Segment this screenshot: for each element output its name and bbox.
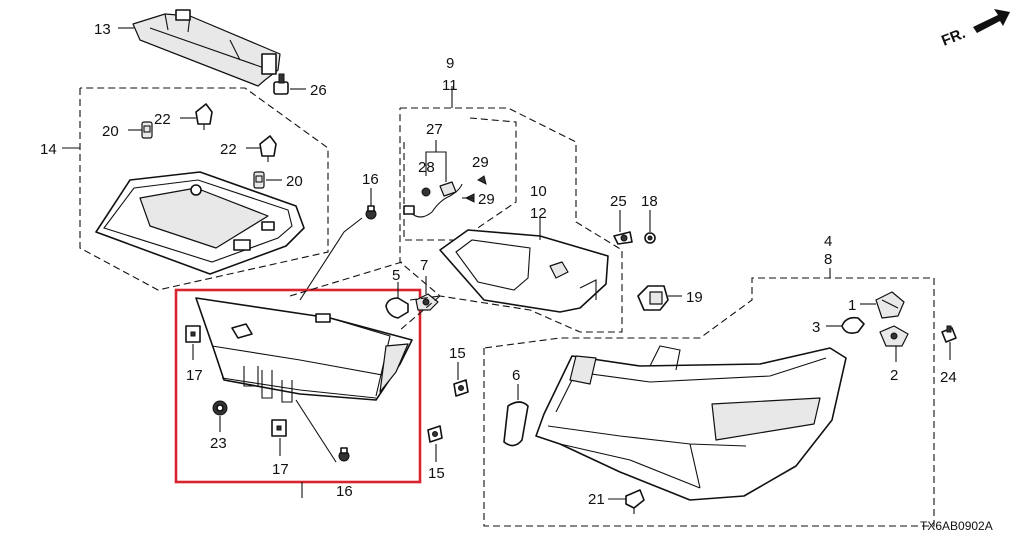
- nut-16b-icon: [338, 447, 350, 462]
- clip-17-icon: [185, 325, 201, 343]
- clip-20b-icon: [253, 171, 265, 189]
- clip-22b-icon: [259, 135, 277, 162]
- nut-25-icon: [613, 231, 633, 245]
- callout-26: 26: [310, 82, 327, 99]
- callout-4: 4: [824, 233, 832, 250]
- callout-8: 8: [824, 251, 832, 268]
- callout-25: 25: [610, 193, 627, 210]
- callout-1: 1: [848, 297, 856, 314]
- callout-16b: 16: [336, 483, 353, 500]
- callout-10: 10: [530, 183, 547, 200]
- clip-21-icon: [625, 489, 645, 514]
- gasket-6-icon: [503, 401, 529, 447]
- callout-22b: 22: [220, 141, 237, 158]
- grommet-19-icon: [637, 285, 669, 311]
- nut-15b-icon: [427, 425, 443, 443]
- callout-27: 27: [426, 121, 443, 138]
- terminal-29-icon: [477, 175, 487, 185]
- highlight-box: [174, 288, 422, 484]
- callout-9: 9: [446, 55, 454, 72]
- front-label: FR.: [939, 25, 968, 50]
- screw-26-icon: [273, 73, 289, 95]
- callout-21: 21: [588, 491, 605, 508]
- callout-11: 11: [442, 77, 458, 94]
- wire-harness: [403, 181, 463, 218]
- lamp-gasket: [439, 229, 609, 313]
- callout-2: 2: [890, 367, 898, 384]
- callout-19: 19: [686, 289, 703, 306]
- outer-taillight: [535, 345, 847, 501]
- callout-13: 13: [94, 21, 111, 38]
- nut-16-icon: [365, 205, 377, 220]
- high-mount-stop-light: [132, 9, 281, 87]
- screw-24-icon: [941, 325, 957, 343]
- callout-24: 24: [940, 369, 957, 386]
- callout-29b: 29: [478, 191, 495, 208]
- callout-15a: 15: [449, 345, 466, 362]
- callout-14: 14: [40, 141, 57, 158]
- callout-16a: 16: [362, 171, 379, 188]
- callout-18: 18: [641, 193, 658, 210]
- callout-17b: 17: [272, 461, 289, 478]
- clip-17b-icon: [271, 419, 287, 437]
- callout-23: 23: [210, 435, 227, 452]
- callout-29a: 29: [472, 154, 489, 171]
- clip-22-icon: [195, 103, 213, 130]
- bulb-5-icon: [385, 297, 409, 319]
- callout-3: 3: [812, 319, 820, 336]
- clip-20-icon: [141, 121, 153, 139]
- callout-22a: 22: [154, 111, 171, 128]
- callout-6: 6: [512, 367, 520, 384]
- nut-18-icon: [644, 232, 656, 244]
- light-housing-garnish: [95, 171, 305, 275]
- callout-7: 7: [420, 257, 428, 274]
- front-arrow-icon: [973, 9, 1010, 33]
- front-direction-indicator: FR.: [939, 9, 1010, 50]
- callout-5: 5: [392, 267, 400, 284]
- inner-taillight: [195, 297, 413, 403]
- bulb-3-icon: [841, 316, 865, 334]
- callout-12: 12: [530, 205, 547, 222]
- callout-20a: 20: [102, 123, 119, 140]
- diagram-code: TX6AB0902A: [920, 519, 993, 533]
- callout-20b: 20: [286, 173, 303, 190]
- callout-17a: 17: [186, 367, 203, 384]
- socket-1-icon: [875, 291, 905, 319]
- socket-2-icon: [879, 325, 909, 347]
- nut-23-icon: [212, 400, 228, 416]
- nut-15-icon: [453, 379, 469, 397]
- callout-15b: 15: [428, 465, 445, 482]
- callout-28: 28: [418, 159, 435, 176]
